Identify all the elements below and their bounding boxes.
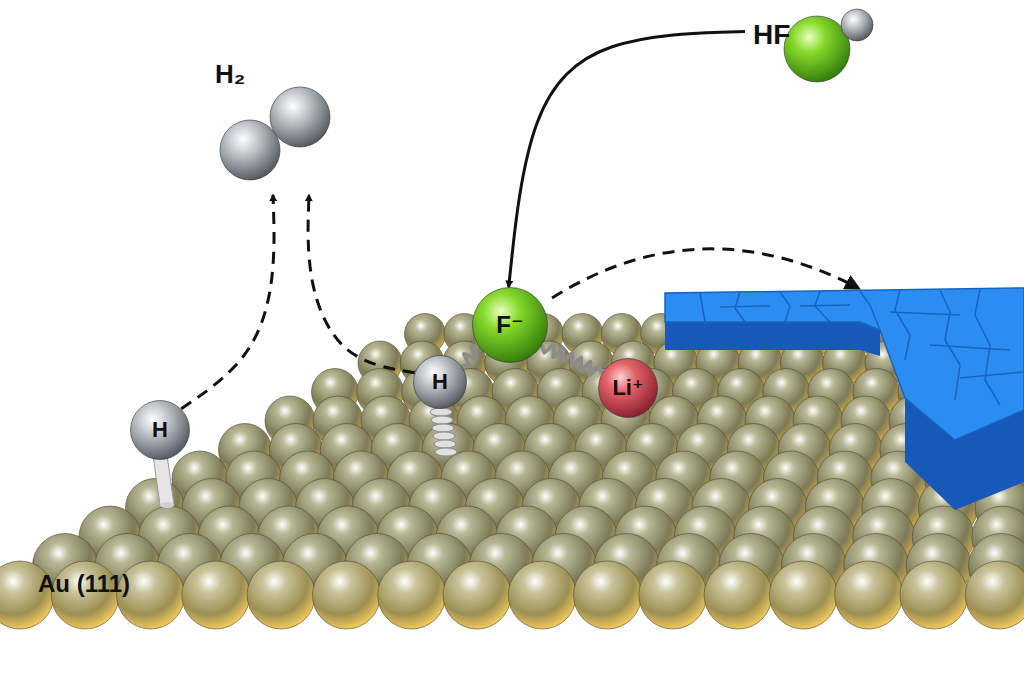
- gold-atom: [769, 561, 837, 629]
- atom-label: H: [152, 417, 168, 443]
- atom-sphere: [841, 9, 873, 41]
- fluoride-ion: F⁻: [472, 287, 548, 363]
- reaction-arrow: [181, 195, 274, 409]
- atom-sphere: [414, 356, 467, 409]
- atom-sphere: [131, 401, 190, 460]
- gold-atom: [443, 561, 511, 629]
- atom-label: H: [432, 369, 448, 395]
- transfer-arrow: [552, 249, 858, 298]
- gold-atom: [182, 561, 250, 629]
- gold-atom: [378, 561, 446, 629]
- atom-sphere: [473, 288, 548, 363]
- atom-label: HF: [753, 19, 790, 51]
- atom-sphere: [599, 359, 658, 418]
- hydrogen-molecule: H₂: [195, 55, 345, 195]
- surface-label: Au (111): [38, 570, 130, 598]
- gold-atom: [312, 561, 380, 629]
- hydrogen-atom: H: [413, 355, 467, 409]
- atom-sphere: [270, 87, 330, 147]
- atom-label: H₂: [215, 59, 245, 90]
- hydrogen-atom: H: [130, 400, 190, 460]
- gold-atom: [835, 561, 903, 629]
- reaction-arrow: [509, 31, 745, 287]
- gold-atom: [247, 561, 315, 629]
- atom-sphere: [220, 120, 280, 180]
- gold-atom: [704, 561, 772, 629]
- atom-sphere: [784, 16, 850, 82]
- atom-label: F⁻: [496, 311, 523, 339]
- gold-atom: [508, 561, 576, 629]
- lithium-ion: Li⁺: [598, 358, 658, 418]
- gold-atom: [900, 561, 968, 629]
- hf-molecule: HF: [745, 5, 895, 93]
- atom-label: Li⁺: [612, 375, 643, 401]
- bond-spring: [461, 346, 479, 365]
- surface-bond: [153, 408, 457, 508]
- gold-atom: [574, 561, 642, 629]
- gold-atom: [965, 561, 1024, 629]
- reaction-arrow: [308, 195, 415, 373]
- lif-layer: [665, 288, 1024, 510]
- gold-atom: [639, 561, 707, 629]
- bond-spring: [542, 344, 601, 375]
